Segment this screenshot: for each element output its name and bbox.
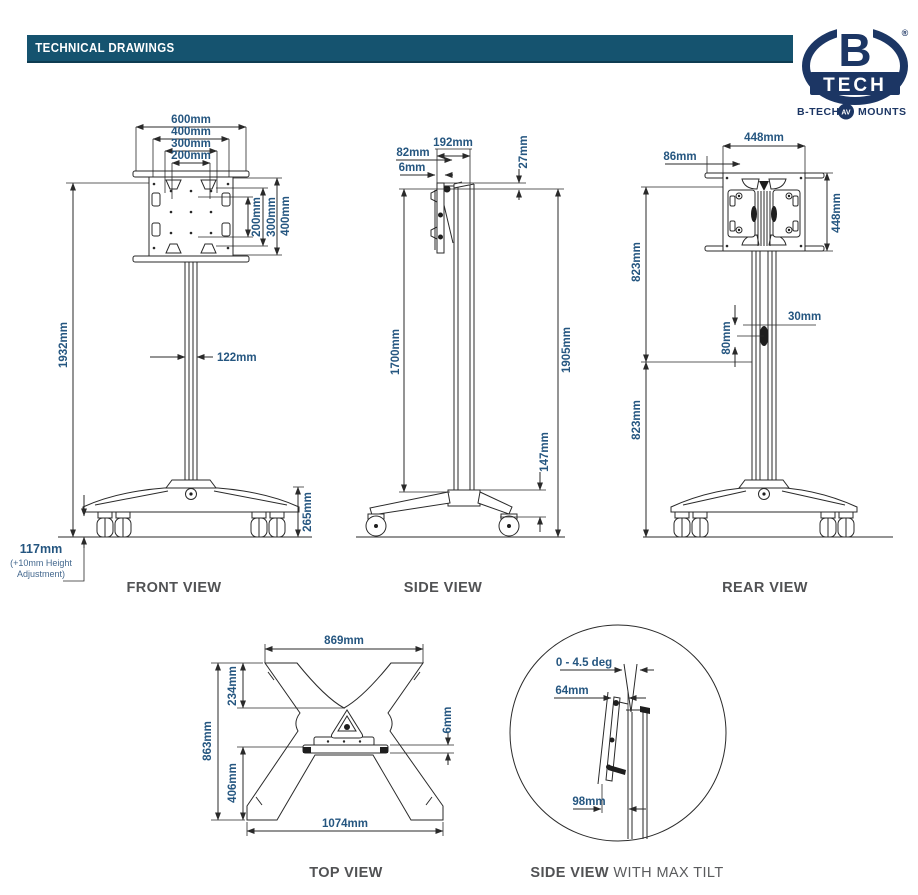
dim-rear-448-top: 448mm <box>744 132 784 144</box>
dim-front-clearance-note-2: Adjustment) <box>17 569 65 579</box>
top-view-drawing <box>246 662 444 821</box>
front-view-label: FRONT VIEW <box>84 580 264 596</box>
dim-rear-823-upper: 823mm <box>631 242 643 282</box>
rear-view-drawing <box>643 172 893 538</box>
dim-front-600: 600mm <box>171 114 211 126</box>
dim-front-400: 400mm <box>171 126 211 138</box>
dim-side-1700: 1700mm <box>390 329 402 375</box>
tilt-view-dimensions: 0 - 4.5 deg 64mm 98mm <box>554 657 654 812</box>
dim-top-1074: 1074mm <box>322 818 368 830</box>
section-header-bar: TECHNICAL DRAWINGS <box>27 35 793 63</box>
btech-logo-icon: B TECH ® <box>802 24 909 105</box>
rear-view-label-text: REAR VIEW <box>722 580 808 596</box>
front-view-label-text: FRONT VIEW <box>126 580 222 596</box>
dim-side-192: 192mm <box>433 137 473 149</box>
top-view-dimensions: 869mm 863mm 234mm 406mm 6mm 1074mm <box>202 635 454 836</box>
dim-front-base-height: 265mm <box>302 492 314 532</box>
dim-top-6: 6mm <box>442 707 454 734</box>
dim-front-200: 200mm <box>171 150 211 162</box>
side-view-dimensions: 192mm 82mm 6mm 27mm 1700mm 1905mm 147mm <box>390 135 573 538</box>
logo-letter: B <box>838 24 871 76</box>
dim-front-300: 300mm <box>171 138 211 150</box>
caster-wheel <box>673 511 855 538</box>
dim-tilt-angle: 0 - 4.5 deg <box>556 657 612 669</box>
dim-side-6: 6mm <box>399 162 426 174</box>
dim-rear-30: 30mm <box>788 311 821 323</box>
btech-logo-tagline: B-TECH AV MOUNTS <box>797 103 907 120</box>
tagline-right: MOUNTS <box>858 106 907 118</box>
side-view-label-text: SIDE VIEW <box>403 580 483 596</box>
side-view-drawing <box>356 181 565 538</box>
dim-side-82: 82mm <box>396 147 429 159</box>
dim-side-1905: 1905mm <box>561 327 573 373</box>
dim-front-v300: 300mm <box>266 197 278 237</box>
dim-front-v400: 400mm <box>280 196 292 236</box>
dim-top-234: 234mm <box>227 666 239 706</box>
tilt-view-drawing <box>509 624 727 842</box>
dim-top-406: 406mm <box>227 763 239 803</box>
logo-word: TECH <box>823 75 887 96</box>
caster-wheel <box>96 511 286 538</box>
dim-front-height: 1932mm <box>58 322 70 368</box>
dim-rear-448-right: 448mm <box>831 193 843 233</box>
front-view-drawing <box>58 170 312 538</box>
tagline-badge: AV <box>841 110 851 117</box>
top-view-label: TOP VIEW <box>256 865 436 881</box>
dim-front-pole: 122mm <box>217 352 257 364</box>
top-view-label-text: TOP VIEW <box>309 865 383 881</box>
tilt-view-label-suffix: WITH MAX TILT <box>608 865 724 881</box>
dim-rear-80: 80mm <box>721 321 733 354</box>
dim-front-clearance-note-1: (+10mm Height <box>10 558 72 568</box>
rear-view-label: REAR VIEW <box>675 580 855 596</box>
btech-logo: B TECH ® B-TECH AV MOUNTS <box>797 24 909 120</box>
side-view-label: SIDE VIEW <box>353 580 533 596</box>
dim-top-869: 869mm <box>324 635 364 647</box>
registered-mark: ® <box>902 28 909 38</box>
tilt-view-label: SIDE VIEW WITH MAX TILT <box>512 865 742 881</box>
page-title: TECHNICAL DRAWINGS <box>35 41 175 55</box>
dim-tilt-64: 64mm <box>555 685 588 697</box>
dim-side-147: 147mm <box>539 432 551 472</box>
dim-front-v200: 200mm <box>251 197 263 237</box>
tagline-left: B-TECH <box>797 106 840 118</box>
dim-side-27: 27mm <box>518 135 530 168</box>
tilt-view-label-main: SIDE VIEW <box>530 865 609 881</box>
dim-tilt-98: 98mm <box>572 796 605 808</box>
av-badge-icon <box>838 103 854 120</box>
rear-view-dimensions: 448mm 86mm 448mm 823mm 823mm 30mm 80mm <box>631 132 843 538</box>
dim-rear-823-lower: 823mm <box>631 400 643 440</box>
dim-front-clearance: 117mm <box>20 542 62 556</box>
dim-rear-86: 86mm <box>663 151 696 163</box>
front-view-dimensions: 600mm 400mm 300mm 200mm 400mm 300mm 200m… <box>10 114 314 582</box>
dim-top-863: 863mm <box>202 721 214 761</box>
